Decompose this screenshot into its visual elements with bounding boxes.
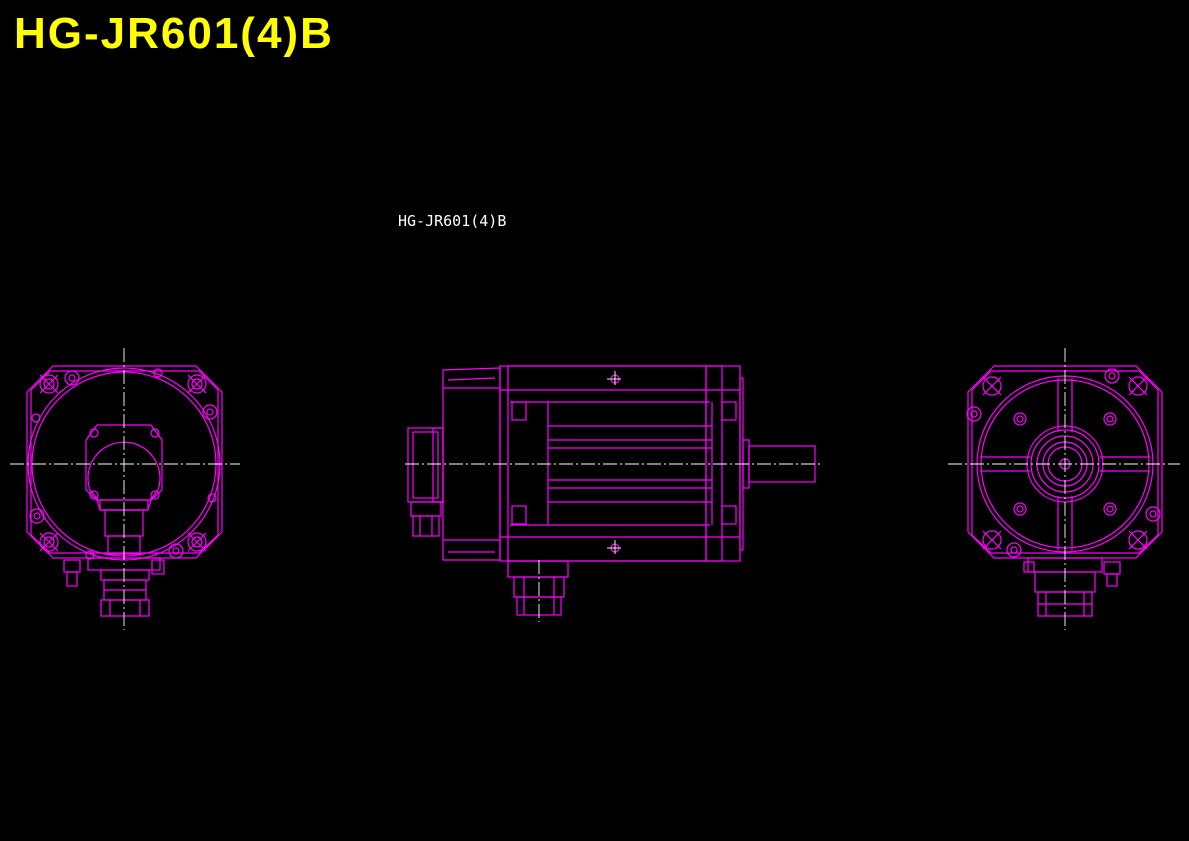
- front-view: [948, 348, 1180, 630]
- rear-view: [10, 348, 240, 630]
- side-view: [405, 365, 820, 622]
- drawing-label: HG-JR601(4)B: [398, 212, 506, 230]
- page-title: HG-JR601(4)B: [14, 9, 334, 58]
